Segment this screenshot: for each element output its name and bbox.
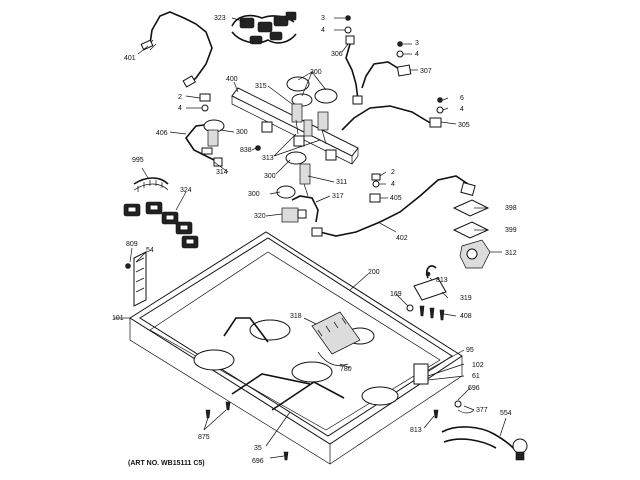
part-label: 311	[336, 179, 347, 186]
leader-lines	[114, 17, 507, 459]
part-label: 401	[124, 55, 136, 62]
regulator-assembly	[452, 199, 491, 269]
part-label: 4	[391, 181, 395, 188]
part-label: 314	[216, 169, 228, 176]
part-label: 315	[255, 83, 267, 90]
part-label: 4	[460, 106, 464, 113]
part-label: 2	[391, 169, 395, 176]
screw-838	[255, 145, 261, 151]
valve-320	[276, 185, 319, 223]
part-label: 838	[240, 147, 252, 154]
part-label: 875	[198, 434, 210, 441]
part-label: 4	[415, 51, 419, 58]
fittings-upper-middle	[344, 15, 404, 58]
part-label: 169	[390, 291, 402, 298]
screws-lower	[125, 263, 462, 461]
part-label: 554	[500, 410, 512, 417]
part-label: 6	[460, 95, 464, 102]
art-number: (ART NO. WB15111 C5)	[128, 460, 205, 467]
part-label: 780	[340, 366, 352, 373]
part-label: 377	[476, 407, 488, 414]
part-label: 406	[156, 130, 168, 137]
gas-tube-305	[341, 97, 444, 131]
part-label: 696	[468, 385, 480, 392]
part-label: 101	[112, 315, 124, 322]
part-label: 300	[236, 129, 248, 136]
gas-tube-402	[311, 175, 476, 237]
part-label: 398	[505, 205, 517, 212]
spark-module-318	[311, 311, 361, 355]
part-label: 300	[264, 173, 276, 180]
part-label: 809	[126, 241, 138, 248]
gas-tube-306	[345, 43, 363, 105]
part-label: 317	[332, 193, 344, 200]
wires-780	[317, 351, 349, 366]
part-label: 402	[396, 235, 408, 242]
part-label: 813	[436, 277, 448, 284]
part-label: 405	[390, 195, 402, 202]
wire-harness-323	[231, 11, 297, 45]
part-label: 300	[248, 191, 260, 198]
part-label: 306	[331, 51, 343, 58]
part-label: 320	[254, 213, 266, 220]
part-label: 313	[262, 155, 274, 162]
part-label: 324	[180, 187, 192, 194]
part-label: 3	[415, 40, 419, 47]
strap-995	[133, 177, 169, 192]
part-label: 408	[460, 313, 472, 320]
part-label: 102	[472, 362, 484, 369]
part-label: 319	[460, 295, 472, 302]
part-label: 312	[505, 250, 517, 257]
gas-tube-401	[140, 11, 213, 88]
knob-set-324	[123, 201, 199, 249]
gas-tube-307	[361, 61, 412, 89]
part-label: 696	[252, 458, 264, 465]
fittings-left	[199, 93, 211, 112]
part-label: 4	[321, 27, 325, 34]
part-labels: 401 323 3 4 306 3 4 307 400 300 315 2 4 …	[112, 15, 517, 465]
valve-311	[285, 151, 311, 197]
part-label: 200	[368, 269, 380, 276]
part-label: 54	[146, 247, 154, 254]
part-label: 35	[254, 445, 262, 452]
part-label: 305	[458, 122, 470, 129]
part-label: 400	[226, 76, 238, 83]
part-label: 300	[310, 69, 322, 76]
part-label: 95	[466, 347, 474, 354]
part-label: 61	[472, 373, 480, 380]
part-label: 399	[505, 227, 517, 234]
fittings-right-middle	[369, 173, 381, 203]
part-label: 995	[132, 157, 144, 164]
gas-tube-406	[185, 119, 225, 167]
part-label: 318	[290, 313, 302, 320]
part-label: 2	[178, 94, 182, 101]
part-label: 307	[420, 68, 432, 75]
bracket-319	[406, 265, 447, 321]
power-cord-554	[441, 409, 528, 461]
burner-valves	[286, 76, 338, 145]
part-label: 323	[214, 15, 226, 22]
part-label: 813	[410, 427, 422, 434]
part-label: 3	[321, 15, 325, 22]
part-label: 4	[178, 105, 182, 112]
